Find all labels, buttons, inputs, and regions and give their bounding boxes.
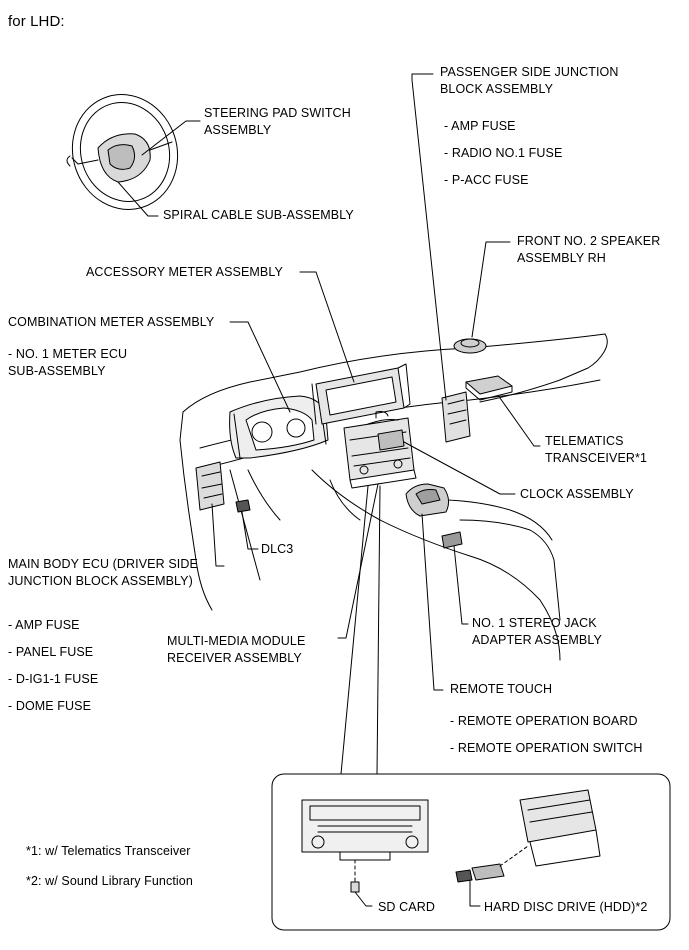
stereo-jack-drawing [441, 531, 463, 549]
label-passenger-junction-block: PASSENGER SIDE JUNCTION BLOCK ASSEMBLY [440, 64, 618, 98]
remote-item-switch: - REMOTE OPERATION SWITCH [450, 741, 643, 755]
page-title: for LHD: [8, 13, 65, 30]
remote-item-board: - REMOTE OPERATION BOARD [450, 714, 638, 728]
label-line: FRONT NO. 2 SPEAKER [517, 234, 661, 248]
label-line: TELEMATICS [545, 434, 624, 448]
label-line: MAIN BODY ECU (DRIVER SIDE [8, 557, 198, 571]
dlc3-drawing [235, 499, 251, 513]
passenger-fuse-radio: - RADIO NO.1 FUSE [444, 146, 563, 160]
steering-wheel-drawing [66, 94, 179, 210]
label-line: MULTI-MEDIA MODULE [167, 634, 306, 648]
front-speaker-drawing [453, 338, 487, 354]
label-line: RECEIVER ASSEMBLY [167, 651, 302, 665]
label-combination-meter: COMBINATION METER ASSEMBLY [8, 315, 215, 329]
label-front-speaker: FRONT NO. 2 SPEAKER ASSEMBLY RH [517, 233, 660, 267]
label-line: ASSEMBLY [204, 123, 272, 137]
label-line: SUB-ASSEMBLY [8, 364, 106, 378]
label-line: BLOCK ASSEMBLY [440, 82, 554, 96]
label-steering-pad-switch: STEERING PAD SWITCH ASSEMBLY [204, 105, 351, 139]
passenger-fuse-pacc: - P-ACC FUSE [444, 173, 529, 187]
telematics-transceiver-drawing [465, 375, 513, 401]
label-main-body-ecu: MAIN BODY ECU (DRIVER SIDE JUNCTION BLOC… [8, 556, 198, 590]
label-clock: CLOCK ASSEMBLY [520, 487, 634, 501]
clock-drawing [377, 429, 405, 451]
label-sd-card: SD CARD [378, 900, 435, 914]
label-meter-ecu: - NO. 1 METER ECU SUB-ASSEMBLY [8, 346, 127, 380]
driver-fuse-amp: - AMP FUSE [8, 618, 80, 632]
footnote-telematics: *1: w/ Telematics Transceiver [26, 844, 191, 858]
label-line: ADAPTER ASSEMBLY [472, 633, 602, 647]
accessory-meter-drawing [311, 363, 411, 425]
leader-lines [117, 73, 541, 775]
label-line: JUNCTION BLOCK ASSEMBLY) [8, 574, 193, 588]
passenger-fuse-amp: - AMP FUSE [444, 119, 516, 133]
label-line: NO. 1 STEREO JACK [472, 616, 597, 630]
label-spiral-cable: SPIRAL CABLE SUB-ASSEMBLY [163, 208, 354, 222]
label-stereo-jack: NO. 1 STEREO JACK ADAPTER ASSEMBLY [472, 615, 602, 649]
label-line: TRANSCEIVER*1 [545, 451, 648, 465]
label-multimedia-receiver: MULTI-MEDIA MODULE RECEIVER ASSEMBLY [167, 633, 305, 667]
label-dlc3: DLC3 [261, 542, 294, 556]
label-remote-touch: REMOTE TOUCH [450, 682, 553, 696]
label-accessory-meter: ACCESSORY METER ASSEMBLY [86, 265, 283, 279]
footnote-sound-library: *2: w/ Sound Library Function [26, 874, 193, 888]
driver-fuse-dig1: - D-IG1-1 FUSE [8, 672, 99, 686]
label-hdd: HARD DISC DRIVE (HDD)*2 [484, 900, 648, 914]
passenger-junction-block-drawing [441, 391, 471, 443]
driver-fuse-panel: - PANEL FUSE [8, 645, 94, 659]
inset-detail-box [271, 773, 671, 931]
label-telematics-transceiver: TELEMATICS TRANSCEIVER*1 [545, 433, 647, 467]
main-body-ecu-drawing [195, 461, 225, 511]
label-line: PASSENGER SIDE JUNCTION [440, 65, 619, 79]
driver-fuse-dome: - DOME FUSE [8, 699, 92, 713]
remote-touch-drawing [405, 483, 450, 517]
label-line: ASSEMBLY RH [517, 251, 606, 265]
combination-meter-drawing [229, 395, 329, 459]
label-line: STEERING PAD SWITCH [204, 106, 351, 120]
label-line: - NO. 1 METER ECU [8, 347, 128, 361]
